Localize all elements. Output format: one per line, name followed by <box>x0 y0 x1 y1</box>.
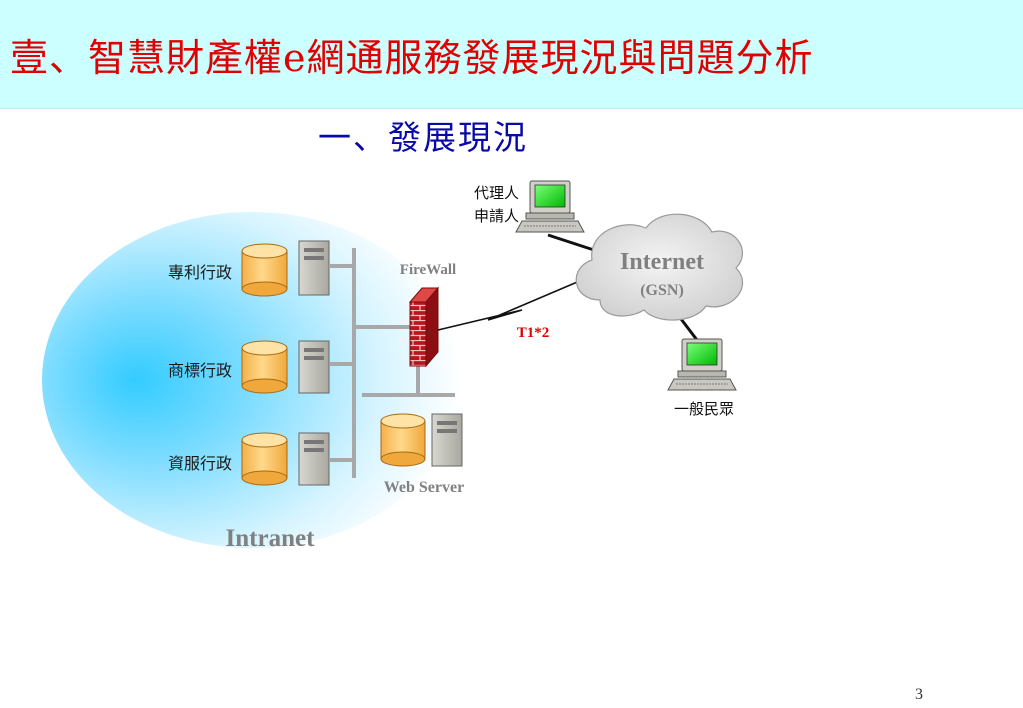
internet-label: Internet <box>620 249 704 275</box>
page-number: 3 <box>915 686 923 703</box>
department-node-patent <box>241 240 330 297</box>
database-icon <box>241 340 288 394</box>
server-icon <box>298 432 330 486</box>
t1-link-label: T1*2 <box>517 325 550 341</box>
database-icon <box>241 432 288 486</box>
internet-cloud <box>575 213 743 321</box>
applicant-label: 申請人 <box>474 207 519 225</box>
slide-title: 壹、智慧財產權e網通服務發展現況與問題分析 <box>10 36 814 80</box>
web-server-node <box>380 413 463 467</box>
department-label-patent: 專利行政 <box>168 263 232 282</box>
computer-icon <box>667 338 737 391</box>
department-node-info-services <box>241 432 330 486</box>
agent-label: 代理人 <box>474 184 519 202</box>
t1-link-line <box>437 279 583 331</box>
internet-sublabel: (GSN) <box>640 282 684 299</box>
intranet-label: Intranet <box>226 525 316 552</box>
database-icon <box>241 243 288 297</box>
server-icon <box>298 240 330 296</box>
firewall-icon <box>408 286 440 368</box>
web-server-label: Web Server <box>384 479 464 496</box>
computer-icon <box>515 180 585 233</box>
server-icon <box>298 340 330 394</box>
department-label-trademark: 商標行政 <box>168 361 232 380</box>
public-label: 一般民眾 <box>674 400 734 418</box>
intranet-backbone <box>330 248 455 478</box>
title-bar: 壹、智慧財產權e網通服務發展現況與問題分析 <box>0 0 1023 109</box>
department-label-info-services: 資服行政 <box>168 454 232 473</box>
firewall-label: FireWall <box>400 262 456 278</box>
server-icon <box>431 413 463 467</box>
department-node-trademark <box>241 340 330 394</box>
slide-subtitle: 一、發展現況 <box>318 118 528 157</box>
database-icon <box>380 413 426 467</box>
agent-link-line <box>547 233 601 254</box>
